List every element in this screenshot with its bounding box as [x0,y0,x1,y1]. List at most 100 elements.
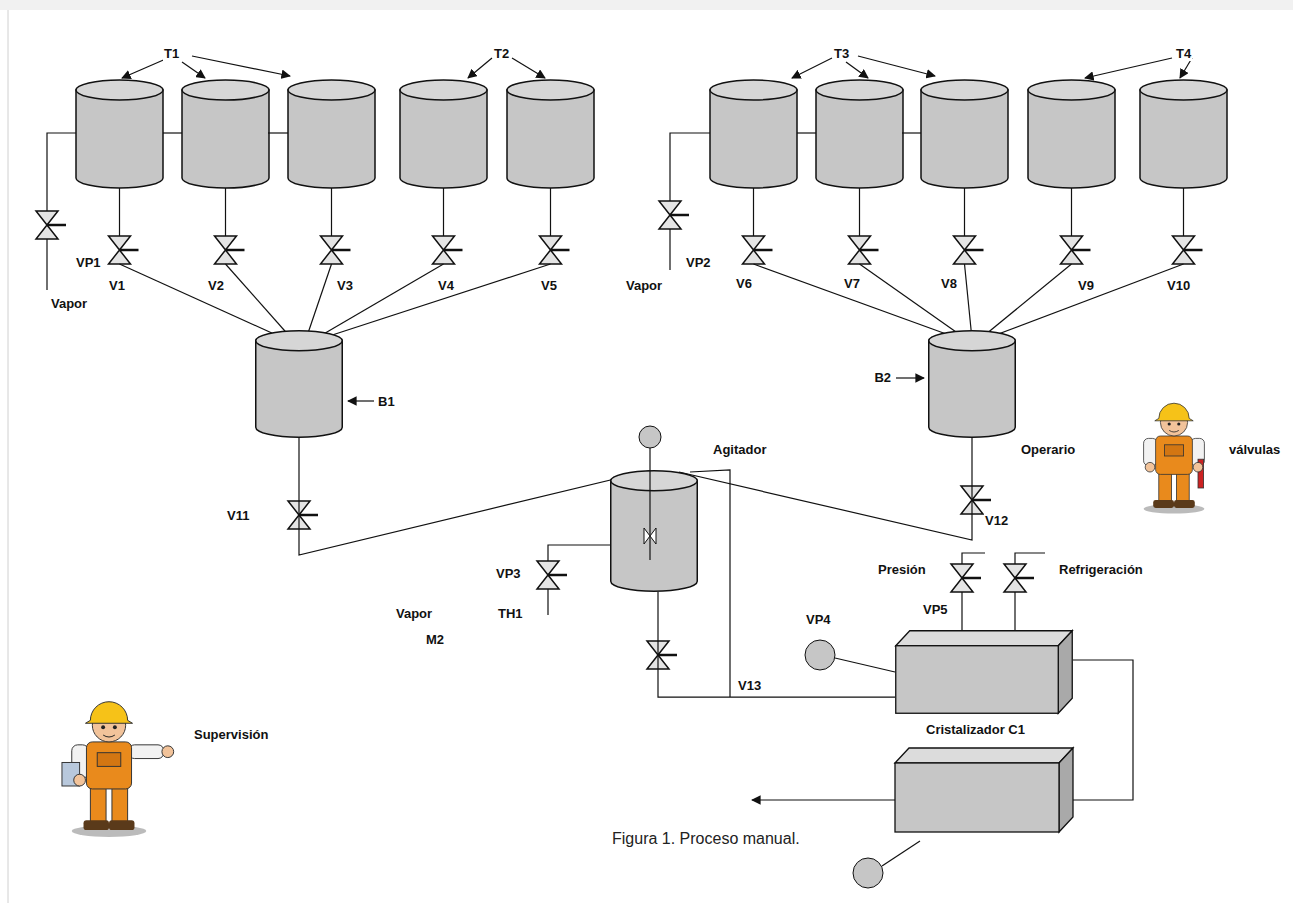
valve-symbol [299,514,318,517]
callout-label: V3 [336,278,354,293]
callout-label: T3 [833,46,850,61]
callout-label: V8 [940,276,958,291]
valve-symbol [1072,249,1091,252]
callout-label: Vapor [395,606,433,621]
pipe-line [225,188,226,236]
pipe-line [797,132,816,133]
buffer-tank: B1 [255,330,343,438]
callout-label: VP5 [922,602,949,617]
pipe-line [902,132,921,133]
callout-label: VP2 [685,255,712,270]
storage-tank [182,90,269,188]
pipe-line [268,132,288,133]
crystallizer-box-shape [896,631,1073,646]
valve-symbol [540,236,570,264]
pipe-line [548,545,610,615]
valve-symbol [972,499,991,502]
pointer-arrow [512,58,545,78]
valve-symbol [433,236,463,264]
storage-tank [710,80,797,100]
node-label: Cristalizador C1 [925,722,1026,737]
pipe-line [331,188,332,236]
buffer-tank-outline [255,330,343,438]
mixer-tank-outline [610,470,698,592]
callout-label: V5 [540,278,558,293]
crystallizer-box: Cristalizador C1 [895,630,1073,714]
storage-tank [400,80,487,188]
pointer-arrow [192,56,290,76]
buffer-tank-shape [256,331,343,351]
operator-figure [1144,438,1158,465]
pointer-arrow [792,58,832,78]
pipe-line [320,264,551,339]
callout-label: T4 [1175,46,1192,61]
valve-symbol [962,577,981,580]
storage-tank [288,80,375,188]
operator-figure [1193,462,1203,472]
pipe-line [315,264,444,339]
valve-symbol [1184,249,1203,252]
pipe-line [965,264,973,339]
callout-label: Vapor [625,278,663,293]
valve-symbol [321,236,351,264]
operator-figure [1168,422,1171,425]
node-label: Agitador [712,442,767,457]
storage-tank [1028,80,1115,188]
operator-figure [1144,403,1205,513]
crystallizer-box-outline [895,630,1073,714]
page-border [8,10,9,903]
supervisor-figure [103,735,115,737]
storage-tank [816,80,903,100]
valve-symbol [951,564,981,592]
pipe-line [859,188,860,236]
pipe-line [550,188,551,236]
valve-symbol [659,201,689,229]
pipe-connector [658,592,895,697]
valve-symbol [120,249,139,252]
pipe-line [964,188,965,236]
valve-symbol [849,236,879,264]
valve-symbol [860,249,879,252]
storage-tank [182,80,269,188]
pipe-line [226,264,293,339]
pipe-line [1183,188,1184,236]
supervisor-figure [84,820,109,830]
pipe-line [1073,660,1133,800]
valve-symbol [647,641,677,669]
mixer-tank-shape [611,471,698,491]
buffer-tank-outline [928,330,1016,438]
supervisor-figure [129,745,164,759]
valve-symbol [288,501,318,529]
storage-tank [507,90,594,188]
storage-tank [921,90,1008,188]
callout-label: M2 [425,632,445,647]
mixer-tank-shape [611,481,698,591]
mixer-tank: Agitador [610,470,698,592]
crystallizer-box [895,763,1059,832]
callout-label: V6 [735,276,753,291]
storage-tank [816,90,903,188]
valve-symbol [1173,236,1203,264]
pipe-line [980,264,1072,339]
valve-symbol [47,224,66,227]
pointer-arrow [468,58,492,78]
callout-label: TH1 [497,606,524,621]
pointer-arrow [122,58,168,78]
pointer-arrow [348,400,374,401]
storage-tank [288,80,375,100]
storage-tank [182,80,269,100]
supervisor-figure [109,820,134,830]
supervisor-figure [85,702,132,724]
supervisor-figure [86,742,131,789]
valve-symbol [332,249,351,252]
ribbon-strip [0,0,1293,10]
callout-label: T1 [163,46,180,61]
crystallizer-box-shape [896,631,1073,714]
storage-tank [400,90,487,188]
valve-symbol [1061,236,1091,264]
pipe-connector [679,438,972,540]
